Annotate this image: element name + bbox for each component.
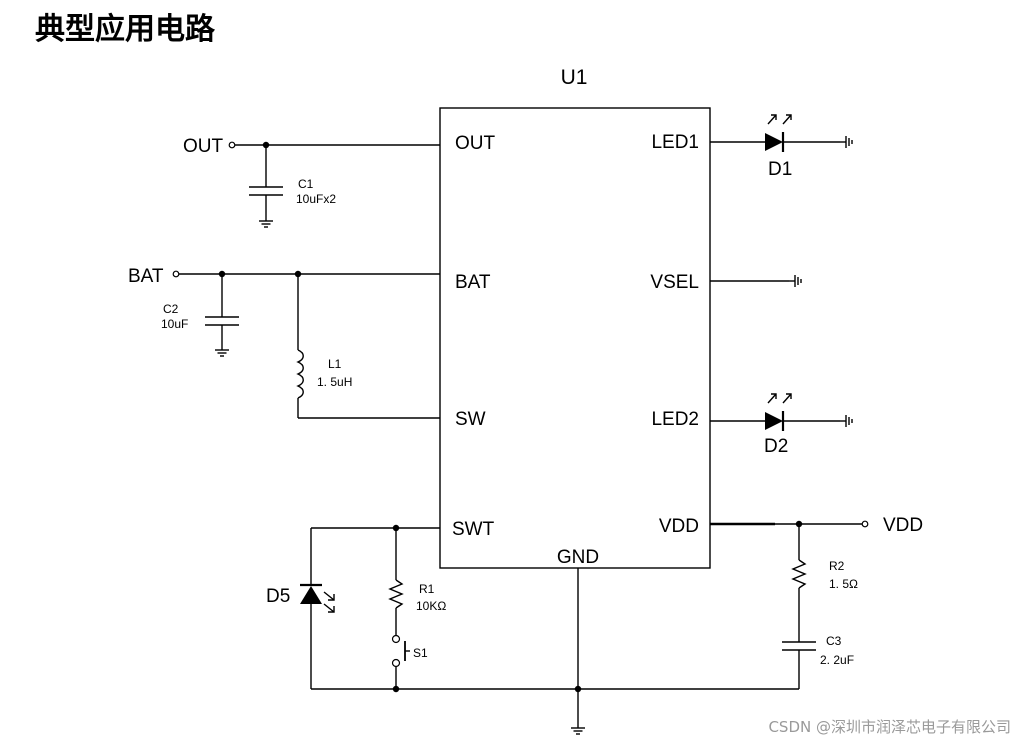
bat-net-label: BAT	[128, 266, 164, 287]
capacitor-c3: C3 2. 2uF	[782, 634, 854, 689]
pin-led2: LED2	[651, 409, 699, 430]
l1-value: 1. 5uH	[317, 375, 352, 389]
inductor-l1: L1 1. 5uH	[296, 274, 440, 419]
swt-net	[310, 524, 440, 585]
c1-ref: C1	[298, 177, 314, 191]
capacitor-c2: C2 10uF	[161, 302, 239, 357]
s1-ref: S1	[413, 646, 428, 660]
out-net-label: OUT	[183, 136, 224, 157]
pin-swt: SWT	[452, 519, 495, 540]
c3-ref: C3	[826, 634, 842, 648]
diode-d1: D1	[710, 114, 853, 180]
d5-ref: D5	[266, 586, 290, 607]
r1-value: 10KΩ	[416, 599, 446, 613]
vdd-net: VDD	[710, 515, 923, 560]
ic-u1-ref: U1	[561, 66, 588, 89]
resistor-r2: R2 1. 5Ω	[791, 559, 858, 642]
r1-ref: R1	[419, 582, 435, 596]
diode-d2: D2	[710, 393, 853, 457]
pin-vsel: VSEL	[650, 272, 699, 293]
c3-value: 2. 2uF	[820, 653, 854, 667]
pin-led1: LED1	[651, 132, 699, 153]
l1-ref: L1	[328, 357, 342, 371]
r2-ref: R2	[829, 559, 845, 573]
diode-d5: D5	[266, 583, 335, 689]
c2-ref: C2	[163, 302, 179, 316]
pin-gnd: GND	[557, 547, 599, 568]
pin-vdd: VDD	[659, 516, 699, 537]
ic-u1-body	[439, 107, 711, 569]
pin-sw: SW	[455, 409, 486, 430]
watermark: CSDN @深圳市润泽芯电子有限公司	[768, 718, 1011, 736]
c2-value: 10uF	[161, 317, 188, 331]
r2-value: 1. 5Ω	[829, 577, 858, 591]
vdd-net-label: VDD	[883, 515, 923, 536]
page-title: 典型应用电路	[35, 12, 215, 47]
pin-bat: BAT	[455, 272, 491, 293]
out-net: OUT	[183, 136, 440, 187]
pin-out: OUT	[455, 133, 496, 154]
resistor-r1: R1 10KΩ	[388, 579, 446, 635]
vsel-net	[710, 274, 802, 288]
d2-ref: D2	[764, 436, 788, 457]
d1-ref: D1	[768, 159, 792, 180]
switch-s1: S1	[391, 634, 428, 689]
ground-bus	[311, 568, 799, 735]
c1-value: 10uFx2	[296, 192, 336, 206]
capacitor-c1: C1 10uFx2	[249, 177, 336, 228]
